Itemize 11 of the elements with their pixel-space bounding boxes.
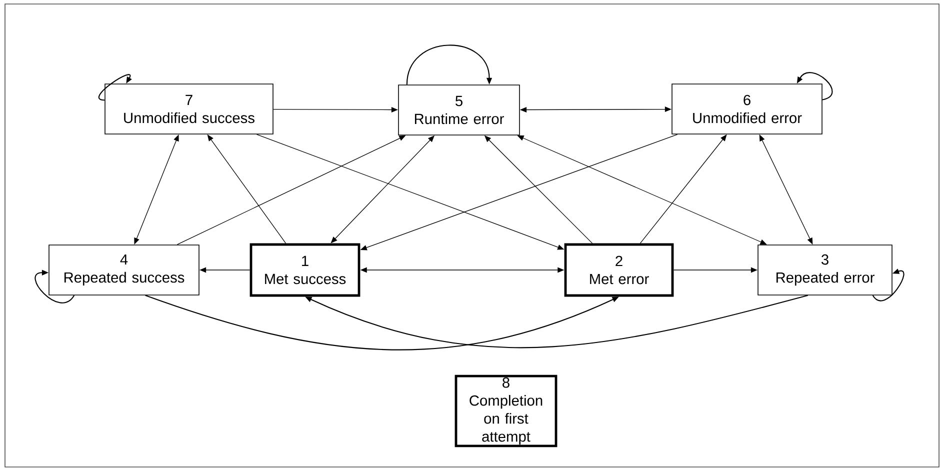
arrow	[34, 270, 75, 304]
state-box: 6 Unmodified error	[672, 84, 822, 134]
state-box: 4 Repeated success	[48, 244, 200, 296]
state-box: 8 Completion on first attempt	[454, 374, 558, 448]
arrow	[406, 44, 492, 85]
arrow	[98, 74, 132, 101]
state-box: 3 Repeated error	[758, 244, 892, 296]
state-box: 1 Met success	[250, 243, 360, 297]
state-box: 7 Unmodified success	[104, 84, 274, 134]
state-box: 5 Runtime error	[398, 84, 520, 136]
state-box: 2 Met error	[564, 243, 674, 297]
